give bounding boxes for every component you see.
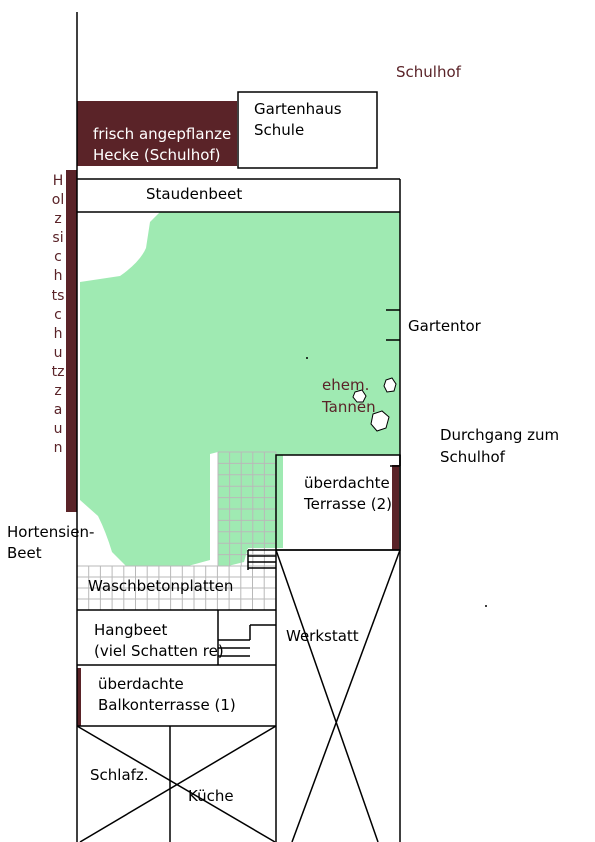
schlafz-label: Schlafz. [90,766,149,784]
kueche-label: Küche [188,787,234,805]
terrace-wall-strip [392,465,399,550]
hangbeet-label-line2: (viel Schatten re) [94,642,224,660]
werkstatt-label: Werkstatt [286,627,359,645]
hedge-bar [77,101,237,166]
terrasse2-label-line2: Terrasse (2) [304,495,392,513]
waschbeton-label: Waschbetonplatten [88,577,234,595]
marker-dot [485,605,487,607]
plan-lines [76,12,401,842]
gartenhaus-label-line2: Schule [254,121,305,139]
balkonterrasse-label-line2: Balkonterrasse (1) [98,696,236,714]
marker-dot [306,357,308,359]
balkonterrasse-label-line1: überdachte [98,675,184,693]
gartenhaus-label-line1: Gartenhaus [254,100,342,118]
lawn-area [80,212,400,566]
tannen-label-line2: Tannen [322,398,376,416]
schulhof-label: Schulhof [396,63,461,81]
fence-label-vertical: Holzsichtschutzzaun [51,173,65,457]
hedge-label-line1: frisch angepflanze [93,125,232,143]
terrasse2-label-line1: überdachte [304,474,390,492]
balkon-wall-strip [77,668,81,726]
hortensien-label-line2: Beet [7,544,42,562]
stairs [218,549,276,657]
hedge-label-line2: Hecke (Schulhof) [93,146,221,164]
hangbeet-label-line1: Hangbeet [94,621,168,639]
tannen-label-line1: ehem. [322,376,370,394]
privacy-fence [66,170,77,512]
durchgang-label-line1: Durchgang zum [440,426,560,444]
durchgang-label-line2: Schulhof [440,448,505,466]
staudenbeet-label: Staudenbeet [146,185,243,203]
former-trees-icon [352,377,397,432]
hortensien-label-line1: Hortensien- [7,523,95,541]
gartentor-label: Gartentor [408,317,481,335]
